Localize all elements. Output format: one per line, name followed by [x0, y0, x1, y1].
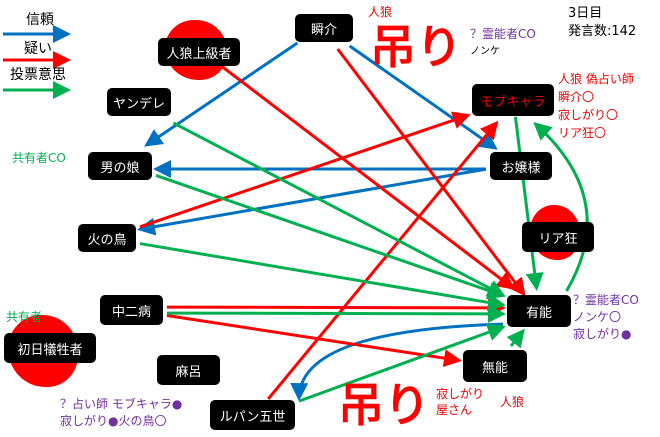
doubt-arrow-chunibyo-to-muno — [166, 313, 462, 368]
doubt-arrow-lupin-to-mobu — [267, 120, 499, 400]
note-line: ノンケ〇 — [573, 310, 622, 324]
note-line: 寂しがり● — [573, 327, 632, 341]
day-label: 3日目 — [568, 6, 603, 21]
lupin-notes: ？占い師 モブキャラ● 寂しがり●火の鳥〇 — [60, 396, 182, 430]
remark-count: 発言数:142 — [568, 24, 637, 39]
legend-doubt-label: 疑い — [24, 41, 52, 57]
note-line: 屋さん — [436, 403, 473, 417]
yuno-notes: ？霊能者CO ノンケ〇 寂しがり● — [573, 292, 639, 343]
hang-mark-bottom: 吊り — [338, 378, 430, 432]
note-line: 瞬介〇 — [558, 90, 595, 104]
kyoyu-co-note: 共有者CO — [12, 151, 66, 165]
sabishi-label: 寂しがり 屋さん — [436, 386, 484, 418]
player-node-hinotori: 火の鳥 — [78, 224, 136, 252]
note-line: 寂しがり●火の鳥〇 — [60, 414, 167, 428]
player-node-yandere: ヤンデレ — [107, 88, 171, 116]
sabishi-role-note: 人狼 — [500, 395, 525, 409]
player-node-mobu: モブキャラ — [472, 84, 554, 116]
doubt-arrow-jinro_jokyu-to-yuno — [221, 65, 516, 290]
player-node-otokonoko: 男の娘 — [88, 152, 152, 180]
shunsuke-role-note: 人狼 — [368, 5, 393, 19]
trust-arrow-shunsuke-to-otokonoko — [144, 41, 299, 147]
vote-arrow-otokonoko-to-yuno — [155, 174, 506, 300]
doubt-arrow-shunsuke-to-yuno — [336, 48, 526, 297]
legend-trust-label: 信頼 — [26, 12, 54, 28]
vote-arrow-muno-to-yuno — [506, 328, 525, 349]
nonke-note: ノンケ — [470, 46, 500, 57]
medium-co-note: ？霊能者CO — [470, 27, 536, 41]
player-node-shonichi: 初日犠牲者 — [4, 333, 96, 363]
trust-arrow-yuno-to-lupin — [290, 322, 504, 402]
mobu-notes: 人狼 偽占い師 瞬介〇 寂しがり〇 リア狂〇 — [558, 70, 634, 142]
note-line: 寂しがり〇 — [558, 108, 619, 122]
note-line: 人狼 偽占い師 — [558, 72, 634, 86]
trust-arrow-ojosama-to-hinotori — [137, 167, 487, 236]
vote-arrow-yandere-to-yuno — [172, 121, 506, 297]
player-node-riakyo: リア狂 — [522, 222, 594, 252]
vote-arrow-chunibyo-to-yuno — [166, 304, 506, 323]
player-node-shunsuke: 瞬介 — [295, 14, 353, 42]
vote-arrow-mobu-to-yuno — [513, 116, 544, 291]
player-node-lupin: ルパン五世 — [210, 400, 295, 430]
hang-mark-top: 吊り — [370, 20, 462, 74]
trust-arrow-shunsuke-to-ojosama — [348, 44, 498, 150]
vote-arrow-hinotori-to-yuno — [139, 242, 506, 312]
note-line: ？占い師 モブキャラ● — [60, 397, 183, 411]
doubt-arrow-chunibyo-to-yuno — [166, 298, 506, 317]
vote-arrow-yuno-to-mobu — [533, 121, 589, 292]
legend-vote-label: 投票意思 — [10, 67, 66, 83]
player-node-jinro-jokyu: 人狼上級者 — [158, 38, 240, 66]
player-node-maro: 麻呂 — [157, 355, 220, 385]
note-line: ？霊能者CO — [573, 293, 639, 307]
player-node-ojosama: お嬢様 — [490, 152, 552, 180]
kyoyu-note: 共有者 — [6, 310, 43, 324]
player-node-chunibyo: 中二病 — [100, 295, 163, 325]
note-line: 寂しがり — [436, 387, 485, 401]
doubt-arrow-hinotori-to-mobu — [139, 111, 471, 229]
player-node-muno: 無能 — [463, 350, 527, 382]
vote-arrow-lupin-to-yuno — [298, 323, 506, 403]
note-line: リア狂〇 — [558, 126, 607, 140]
player-node-yuno: 有能 — [507, 295, 571, 327]
